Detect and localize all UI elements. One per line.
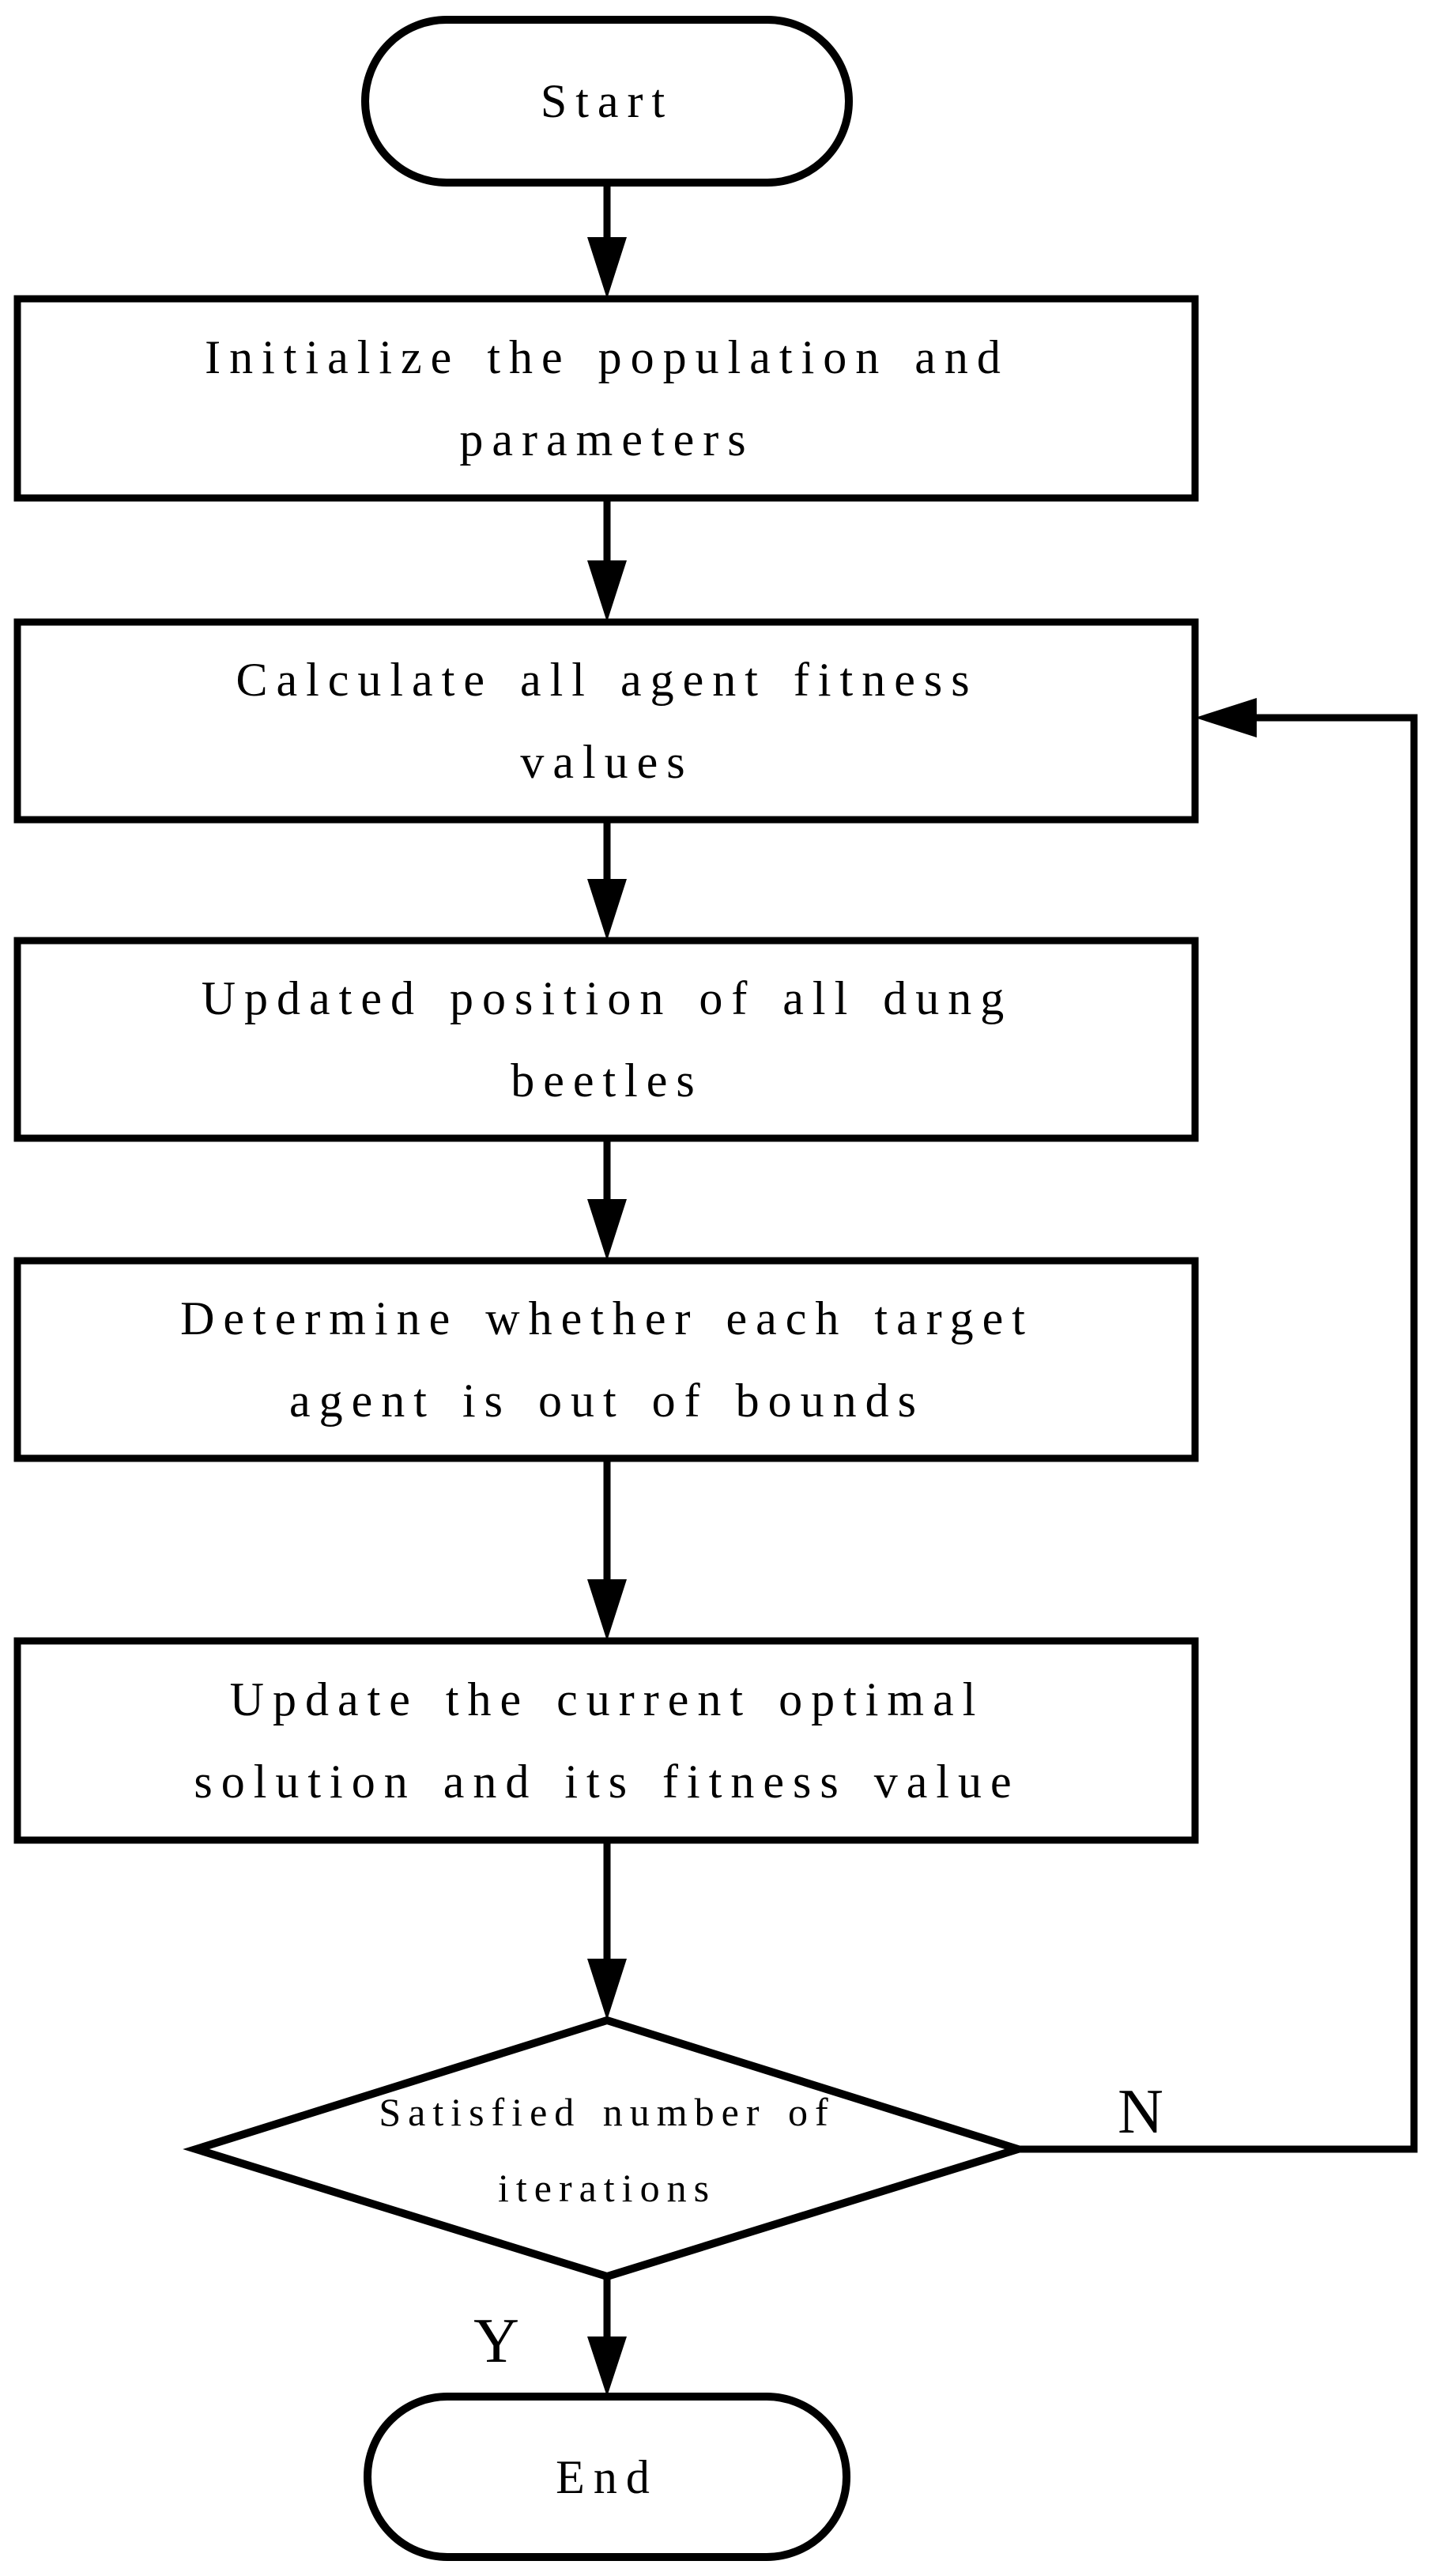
step-fitness-box (13, 618, 1199, 824)
step-update-optimal-line1: Update the current optimal (230, 1673, 985, 1726)
edge-update-position-to-bounds-check (587, 1138, 627, 1261)
arrowhead-down-icon (587, 237, 627, 299)
step-update-position-box (13, 937, 1199, 1142)
arrowhead-down-icon (587, 1199, 627, 1261)
step-bounds-check-box (13, 1257, 1199, 1462)
branch-label-yes: Y (473, 2306, 519, 2376)
step-initialize-line1: Initialize the population and (205, 331, 1009, 383)
edge-decision-to-fitness-loop (1018, 698, 1418, 2153)
step-update-optimal-box (13, 1637, 1199, 1844)
edge-bounds-check-to-update-optimal (587, 1458, 627, 1641)
step-update-optimal-line2: solution and its fitness value (194, 1756, 1020, 1808)
step-bounds-check-line1: Determine whether each target (180, 1292, 1034, 1345)
arrowhead-down-icon (587, 1579, 627, 1641)
step-update-position-line2: beetles (511, 1054, 703, 1107)
decision-line1: Satisfied number of (379, 2090, 835, 2134)
step-initialize-box (13, 295, 1199, 502)
end-node: End (364, 2393, 850, 2561)
edge-fitness-to-update-position (587, 820, 627, 941)
step-fitness: Calculate all agent fitness values (13, 618, 1199, 824)
step-update-position: Updated position of all dung beetles (13, 937, 1199, 1142)
branch-label-no: N (1118, 2077, 1163, 2147)
end-shape (364, 2393, 850, 2561)
step-update-position-line1: Updated position of all dung (202, 972, 1013, 1024)
start-shape (361, 16, 853, 187)
edge-decision-to-end (587, 2276, 627, 2397)
edge-start-to-initialize (587, 183, 627, 299)
step-bounds-check: Determine whether each target agent is o… (13, 1257, 1199, 1462)
arrowhead-left-icon (1195, 698, 1257, 737)
step-initialize: Initialize the population and parameters (13, 295, 1199, 502)
edge-initialize-to-fitness (587, 498, 627, 622)
step-bounds-check-line2: agent is out of bounds (289, 1375, 925, 1427)
arrowhead-down-icon (587, 2337, 627, 2397)
step-fitness-line1: Calculate all agent fitness (236, 654, 978, 706)
edge-update-optimal-to-decision (587, 1840, 627, 2020)
step-update-optimal: Update the current optimal solution and … (13, 1637, 1199, 1844)
end-label: End (556, 2451, 658, 2503)
step-fitness-line2: values (520, 736, 693, 788)
decision-iteration-check: Satisfied number of iterations (183, 2016, 1031, 2281)
arrowhead-down-icon (587, 560, 627, 622)
arrowhead-down-icon (587, 879, 627, 941)
start-node: Start (361, 16, 853, 187)
arrowhead-down-icon (587, 1959, 627, 2020)
start-label: Start (541, 75, 673, 127)
step-initialize-line2: parameters (459, 413, 754, 466)
decision-diamond (183, 2016, 1031, 2281)
decision-line2: iterations (498, 2166, 716, 2210)
